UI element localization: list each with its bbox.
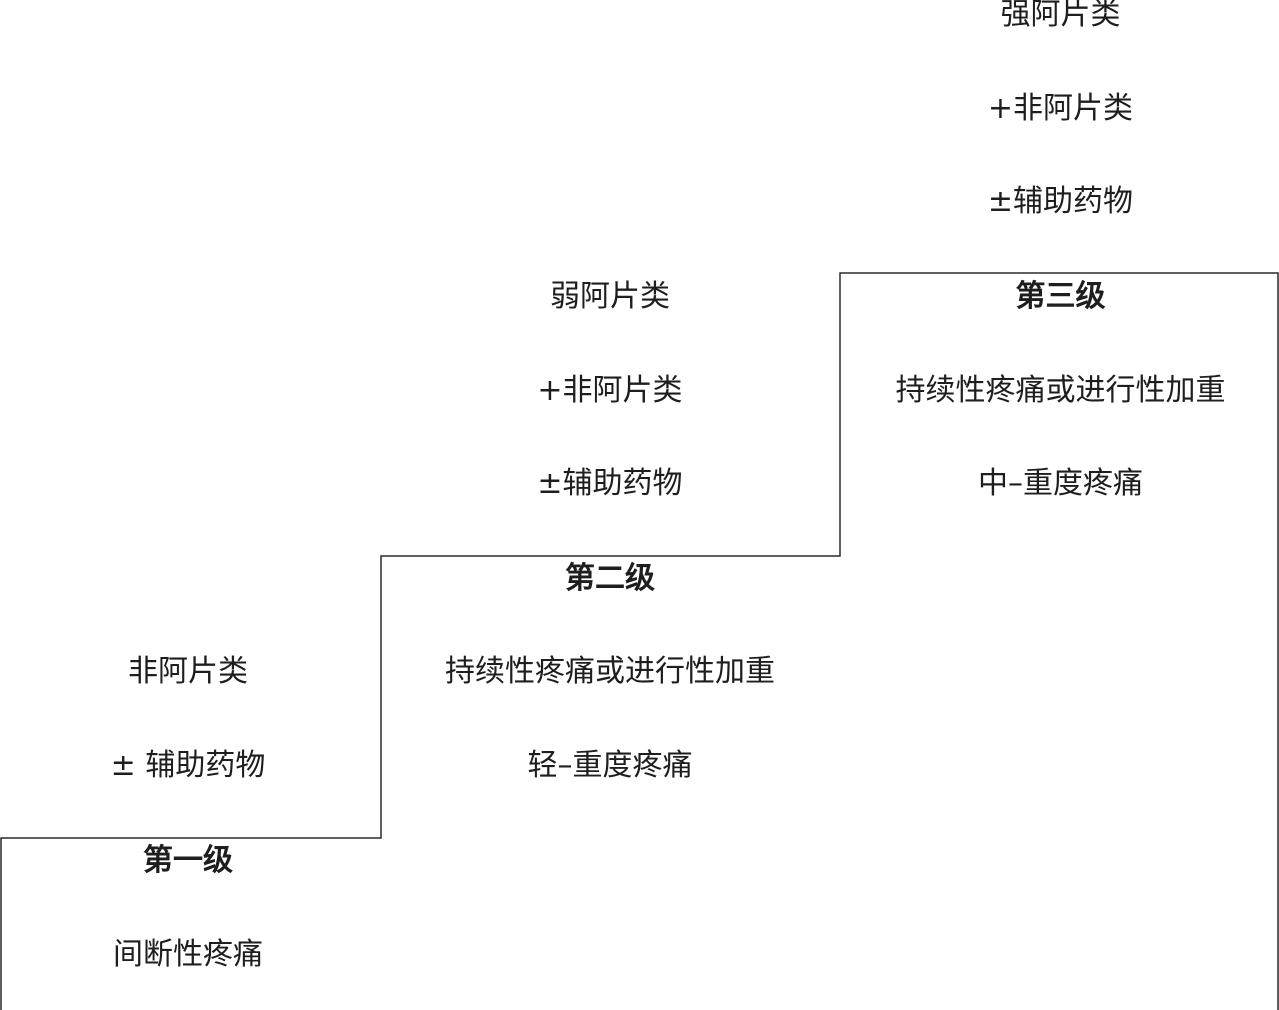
step-2-medication-1: 弱阿片类 (550, 279, 670, 314)
step-3-medication-1: 强阿片类 (1000, 0, 1121, 32)
step-3-condition-1: 持续性疼痛或进行性加重 (895, 373, 1226, 408)
step-1-medication-2: ± 辅助药物 (110, 748, 266, 783)
step-2-medication-3: ±辅助药物 (537, 466, 683, 501)
step-2: 弱阿片类 +非阿片类 ±辅助药物 第二级 持续性疼痛或进行性加重 轻–重度疼痛 (382, 0, 838, 1010)
step-2-condition-2: 轻–重度疼痛 (527, 748, 693, 783)
step-2-level-label: 第二级 (565, 561, 655, 596)
step-3: 强阿片类 +非阿片类 ±辅助药物 第三级 持续性疼痛或进行性加重 中–重度疼痛 (842, 0, 1279, 1010)
step-2-medication-2: +非阿片类 (537, 373, 683, 408)
step-2-condition-1: 持续性疼痛或进行性加重 (445, 654, 775, 689)
step-3-condition-2: 中–重度疼痛 (978, 466, 1143, 501)
step-1-condition-1: 间断性疼痛 (113, 937, 263, 972)
step-1-medication-1: 非阿片类 (128, 654, 248, 689)
step-1-level-label: 第一级 (143, 843, 233, 878)
step-3-level-label: 第三级 (1015, 279, 1106, 314)
step-1: 非阿片类 ± 辅助药物 第一级 间断性疼痛 (0, 0, 376, 1010)
staircase-line (0, 272, 1279, 1010)
step-3-medication-2: +非阿片类 (987, 91, 1134, 126)
step-3-medication-3: ±辅助药物 (987, 184, 1134, 219)
